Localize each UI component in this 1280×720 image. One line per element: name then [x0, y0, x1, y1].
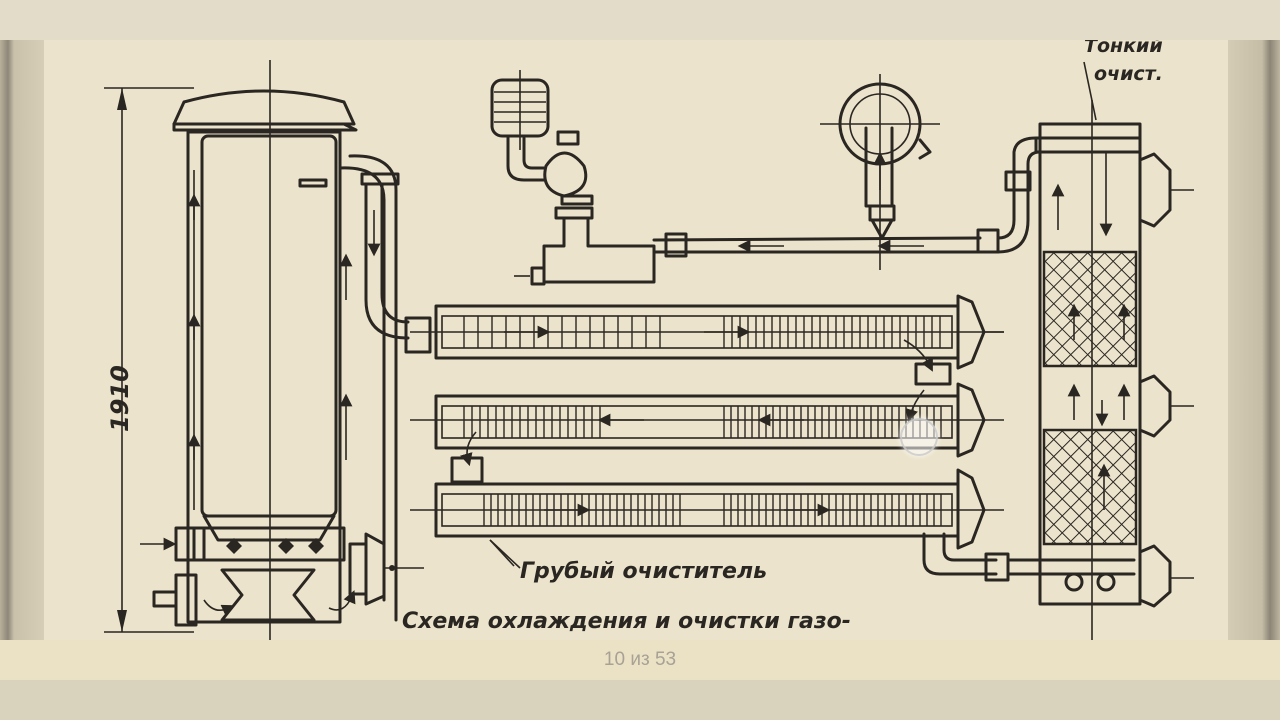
- top-letterbox: [0, 0, 1280, 40]
- page-indicator: 10 из 53: [603, 649, 677, 670]
- touch-cursor-indicator: [900, 418, 938, 456]
- cooler-1: [410, 294, 1004, 386]
- photo-frame-right: [1228, 40, 1280, 640]
- leader-coarse-cleaner: [489, 539, 521, 569]
- caption-title: Схема охлаждения и очистки газо-: [402, 609, 851, 634]
- centrifugal-fan: [820, 74, 940, 270]
- page-indicator-bar: 10 из 53: [0, 640, 1280, 680]
- schematic-svg: 1910: [104, 40, 1194, 640]
- label-coarse-cleaner: Грубый очиститель: [520, 559, 767, 584]
- riser-pipe: [298, 154, 432, 622]
- return-pipe: [652, 136, 1042, 258]
- fine-cleaner-column: [1034, 100, 1194, 640]
- cooler-3: [410, 468, 1136, 582]
- leader-fine-cleaner: [1083, 61, 1097, 121]
- dimension-1910: 1910: [104, 87, 194, 633]
- top-filter-assembly: [490, 70, 656, 286]
- label-fine-cleaner-line1: Тонкий: [1084, 40, 1163, 57]
- photo-frame-left: [0, 40, 44, 640]
- gas-generator-vessel: [140, 60, 358, 640]
- schematic-drawing: 1910: [44, 40, 1228, 640]
- label-fine-cleaner-line2: очист.: [1094, 63, 1163, 85]
- svg-text:1910: 1910: [106, 365, 134, 432]
- bottom-letterbox: [0, 680, 1280, 720]
- generator-valve: [348, 532, 424, 606]
